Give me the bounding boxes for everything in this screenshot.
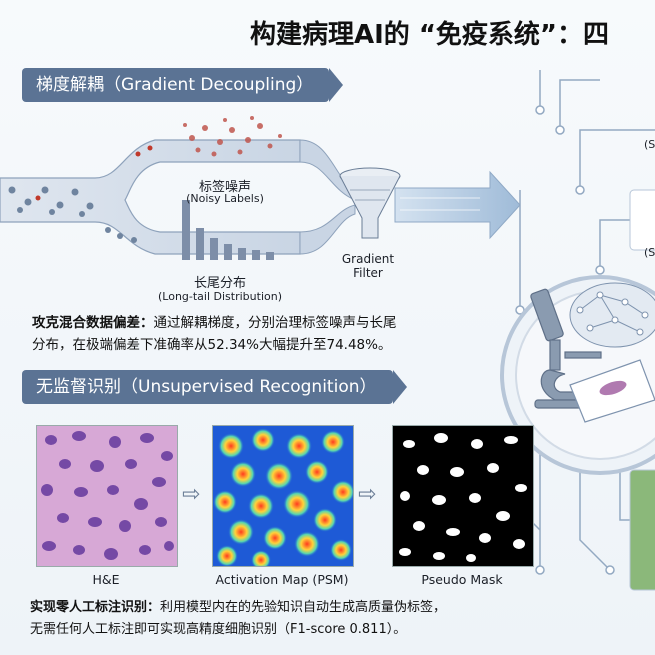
right-partial-label-mid: (S (644, 246, 655, 259)
caption-activation-map: Activation Map (PSM) (215, 572, 349, 587)
pseudo-mask-panel (392, 425, 534, 567)
caption-pseudo-mask: Pseudo Mask (421, 572, 503, 587)
section1-desc-line2: 分布，在极端偏差下准确率从52.34%大幅提升至74.48%。 (32, 337, 392, 353)
he-stain-panel (36, 425, 178, 567)
section-header-gradient-decoupling: 梯度解耦（Gradient Decoupling） (22, 68, 344, 102)
noisy-label-scatter (183, 116, 282, 157)
data-dots (8, 186, 137, 243)
noisy-labels-cn: 标签噪声 (198, 180, 251, 195)
noisy-labels-en: (Noisy Labels) (186, 192, 264, 205)
gradient-filter-icon (339, 167, 401, 239)
page-title: 构建病理AI的 “免疫系统”：四 (250, 20, 610, 50)
right-circuit-graphic (500, 70, 655, 591)
section1-desc-line1: 通过解耦梯度，分别治理标签噪声与长尾 (153, 315, 397, 331)
split-pipe (0, 139, 301, 255)
section1-desc-bold: 攻克混合数据偏差： (32, 315, 154, 331)
long-tail-en: (Long-tail Distribution) (157, 290, 282, 303)
long-tail-bars (182, 200, 274, 260)
section2-description: 实现零人工标注识别：利用模型内在的先验知识自动生成高质量伪标签， 无需任何人工标… (30, 597, 550, 641)
long-tail-cn: 长尾分布 (193, 276, 246, 291)
arrow-right-icon: ⇨ (358, 482, 377, 507)
section2-desc-line2: 无需任何人工标注即可实现高精度细胞识别（F1-score 0.811）。 (30, 622, 407, 637)
right-partial-label-top: (S (644, 138, 655, 151)
slide-tablet-icon (569, 359, 655, 423)
activation-map-panel (212, 425, 354, 567)
section-header-unsupervised-recognition: 无监督识别（Unsupervised Recognition） (22, 370, 406, 404)
section1-description: 攻克混合数据偏差：通过解耦梯度，分别治理标签噪声与长尾 分布，在极端偏差下准确率… (32, 312, 472, 356)
output-arrow (394, 170, 521, 240)
section2-desc-bold: 实现零人工标注识别： (30, 600, 161, 615)
gradient-filter-label: Gradient Filter (341, 252, 395, 280)
noise-dots (35, 145, 153, 201)
gradient-decoupling-diagram (0, 116, 521, 260)
section2-desc-line1: 利用模型内在的先验知识自动生成高质量伪标签， (160, 600, 447, 615)
caption-he: H&E (92, 572, 120, 587)
arrow-right-icon: ⇨ (182, 482, 201, 507)
brain-network-icon (569, 282, 655, 348)
